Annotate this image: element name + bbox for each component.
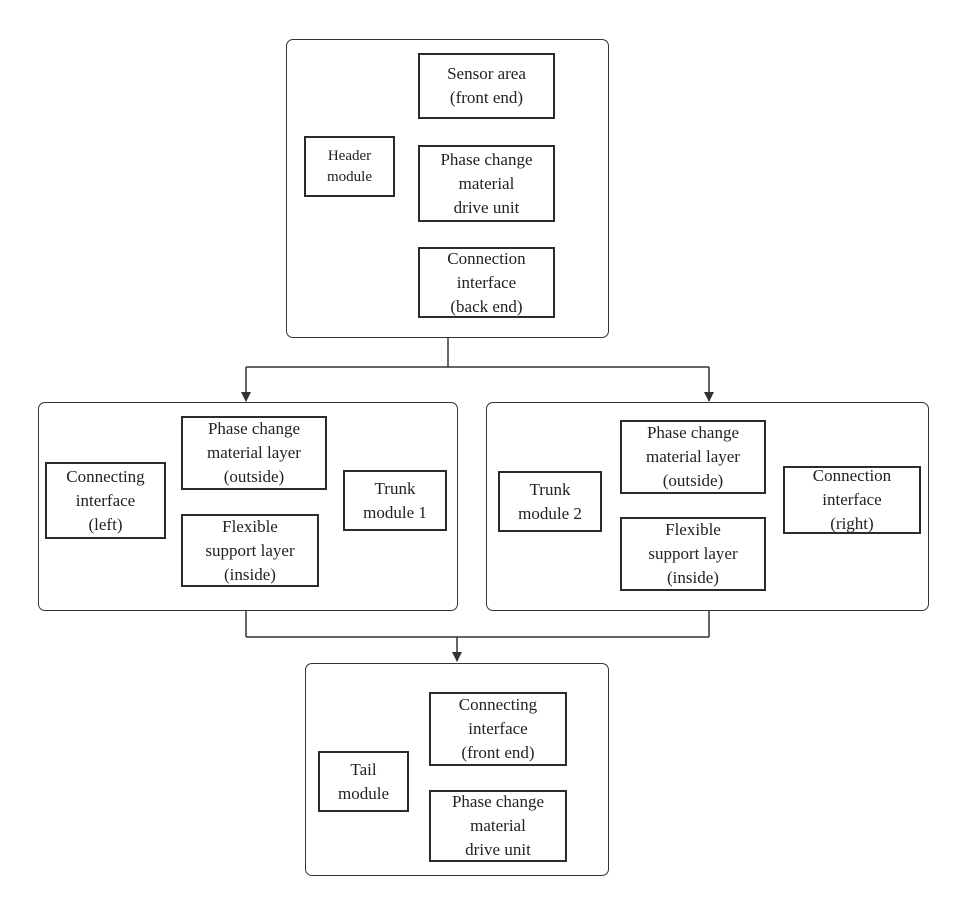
tail-module-box: Tail module [318,751,409,812]
tail-module-label: Tail module [338,759,389,803]
front-end-interface-label: Connecting interface (front end) [458,695,538,762]
trunk1-pcm-layer-box: Phase change material layer (outside) [181,416,327,490]
header-module-label: Header module [327,147,372,185]
tail-drive-unit-box: Phase change material drive unit [429,790,567,862]
trunk1-flexible-layer-label: Flexible support layer (inside) [205,516,295,584]
header-drive-unit-box: Phase change material drive unit [418,145,555,222]
back-end-interface-box: Connection interface (back end) [418,247,555,318]
tail-drive-unit-label: Phase change material drive unit [451,792,545,859]
trunk2-flexible-layer-box: Flexible support layer (inside) [620,517,766,591]
header-module-box: Header module [304,136,395,197]
trunk1-flexible-layer-box: Flexible support layer (inside) [181,514,319,587]
right-interface-label: Connection interface (right) [812,466,892,533]
left-interface-label: Connecting interface (left) [66,466,145,534]
trunk2-module-label: Trunk module 2 [518,479,582,523]
front-end-interface-box: Connecting interface (front end) [429,692,567,766]
sensor-area-label: Sensor area (front end) [447,64,526,107]
trunk1-module-box: Trunk module 1 [343,470,447,531]
trunk1-module-label: Trunk module 1 [363,478,427,522]
left-interface-box: Connecting interface (left) [45,462,166,539]
trunk2-flexible-layer-label: Flexible support layer (inside) [648,520,738,587]
trunk1-pcm-layer-label: Phase change material layer (outside) [207,419,301,486]
sensor-area-box: Sensor area (front end) [418,53,555,119]
header-drive-unit-label: Phase change material drive unit [440,149,533,217]
trunk2-pcm-layer-label: Phase change material layer (outside) [646,423,740,490]
back-end-interface-label: Connection interface (back end) [447,248,526,316]
trunk2-module-box: Trunk module 2 [498,471,602,532]
trunk2-pcm-layer-box: Phase change material layer (outside) [620,420,766,494]
right-interface-box: Connection interface (right) [783,466,921,534]
